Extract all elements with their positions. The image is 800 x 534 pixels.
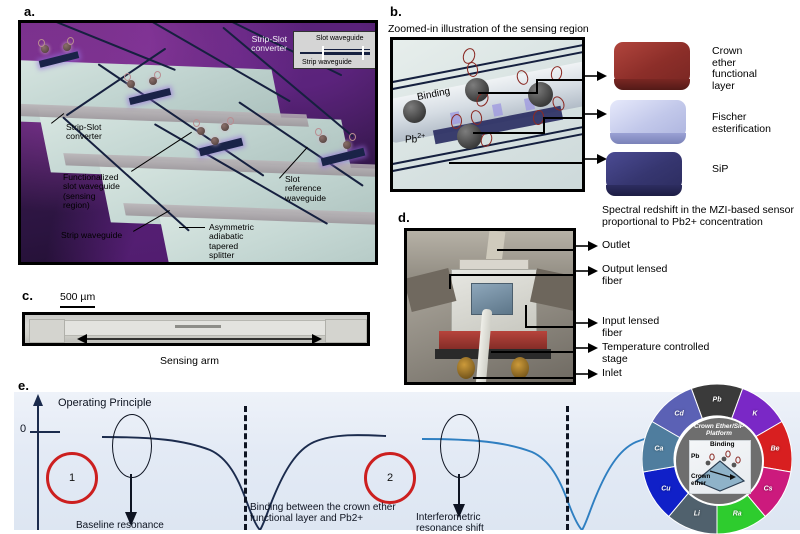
panel-d-label-outlet: Outlet	[602, 239, 631, 251]
callout-ellipse-2	[440, 414, 480, 478]
binding-note: Binding between the crown ether function…	[250, 502, 396, 524]
panel-b-illustration: Binding Pb2+	[390, 37, 585, 192]
baseline-note: Baseline resonance	[76, 520, 164, 531]
crown-ether-layer-label: Crown ether functional layer	[712, 45, 757, 92]
panel-d-photograph	[404, 228, 576, 385]
sip-layer-slab	[606, 152, 682, 196]
panel-a-inset-box: Slot waveguide Strip waveguide	[293, 31, 375, 69]
wheel-segment-label-li: Li	[693, 510, 700, 518]
panel-d-label-input-lensed-fiber: Input lensed fiber	[602, 315, 660, 339]
panel-e-divider-1	[244, 406, 247, 530]
panel-c-micrograph	[22, 312, 370, 346]
wheel-segment-label-ca: Ca	[654, 445, 664, 453]
hub-pb-label: Pb	[691, 453, 700, 460]
callout-ellipse-1	[112, 414, 152, 478]
step-2-number: 2	[386, 472, 394, 484]
panel-b-pb-label: Pb2+	[405, 133, 426, 146]
panel-b-arrows	[585, 71, 607, 164]
panel-a-illustration: Strip-Slot converter Functionalized slot…	[18, 20, 378, 265]
fischer-esterification-label: Fischer esterification	[712, 111, 771, 135]
wheel-segment-label-k: K	[752, 410, 758, 418]
hub-binding-label: Binding	[710, 441, 735, 448]
callout-arrow-1	[125, 474, 137, 526]
panel-d-arrows	[576, 241, 598, 379]
hub-crown-ether-label: Crown ether	[691, 473, 711, 487]
panel-d-label-inlet: Inlet	[602, 367, 622, 379]
wheel-hub-illustration: Binding Pb Crown ether	[689, 440, 751, 494]
annotation-asymmetric-splitter: Asymmetric adiabatic tapered splitter	[209, 222, 254, 260]
wheel-segment-label-cd: Cd	[674, 410, 684, 418]
wheel-hub-title: Crown Ether/SiP Platform	[693, 423, 745, 438]
panel-d-label: d.	[398, 210, 410, 225]
sip-layer-label: SiP	[712, 163, 729, 175]
panel-c-label: c.	[22, 288, 34, 303]
inset-title: Strip-Slot converter	[251, 34, 287, 54]
panel-b-label: b.	[390, 4, 402, 19]
wheel-segment-label-pb: Pb	[712, 396, 722, 404]
wheel-segment-label-ra: Ra	[732, 510, 742, 518]
annotation-slot-reference-waveguide: Slot reference waveguide	[285, 174, 327, 203]
wheel-segment-label-cu: Cu	[661, 485, 671, 492]
panel-d-label-temperature-controlled-stage: Temperature controlled stage	[602, 341, 710, 365]
panel-e-zero-label: 0	[20, 423, 27, 435]
interferometric-note: Interferometric resonance shift	[416, 512, 484, 534]
panel-d-label-output-lensed-fiber: Output lensed fiber	[602, 263, 668, 287]
crown-ether-layer-slab	[614, 42, 690, 90]
step-1-number: 1	[68, 472, 76, 484]
wheel-segment-label-cs: Cs	[763, 485, 773, 492]
panel-c-caption: Sensing arm	[160, 355, 219, 367]
panel-e-divider-2	[566, 406, 569, 530]
panel-a-label: a.	[24, 4, 36, 19]
callout-arrow-2	[453, 474, 465, 518]
inset-slot-waveguide-label: Slot waveguide	[316, 35, 364, 42]
step-2-marker: 2	[364, 452, 416, 504]
annotation-strip-slot-converter: Strip-Slot converter	[66, 122, 102, 142]
spectral-redshift-note: Spectral redshift in the MZI-based senso…	[602, 204, 795, 228]
panel-e-axis	[30, 394, 60, 530]
wheel-segment-label-be: Be	[770, 445, 780, 453]
fischer-esterification-slab	[610, 100, 686, 144]
annotation-strip-waveguide: Strip waveguide	[61, 230, 123, 240]
panel-b-caption: Zoomed-in illustration of the sensing re…	[388, 23, 589, 35]
panel-c-scalebar-label: 500 µm	[60, 291, 96, 308]
panel-e-label: e.	[18, 378, 30, 393]
wheel-hub: Crown Ether/SiP Platform Binding Pb Crow…	[674, 416, 764, 506]
inset-strip-waveguide-label: Strip waveguide	[302, 59, 352, 66]
step-1-marker: 1	[46, 452, 98, 504]
annotation-functionalized-slot-waveguide: Functionalized slot waveguide (sensing r…	[63, 172, 120, 210]
panel-e-title: Operating Principle	[58, 397, 152, 409]
